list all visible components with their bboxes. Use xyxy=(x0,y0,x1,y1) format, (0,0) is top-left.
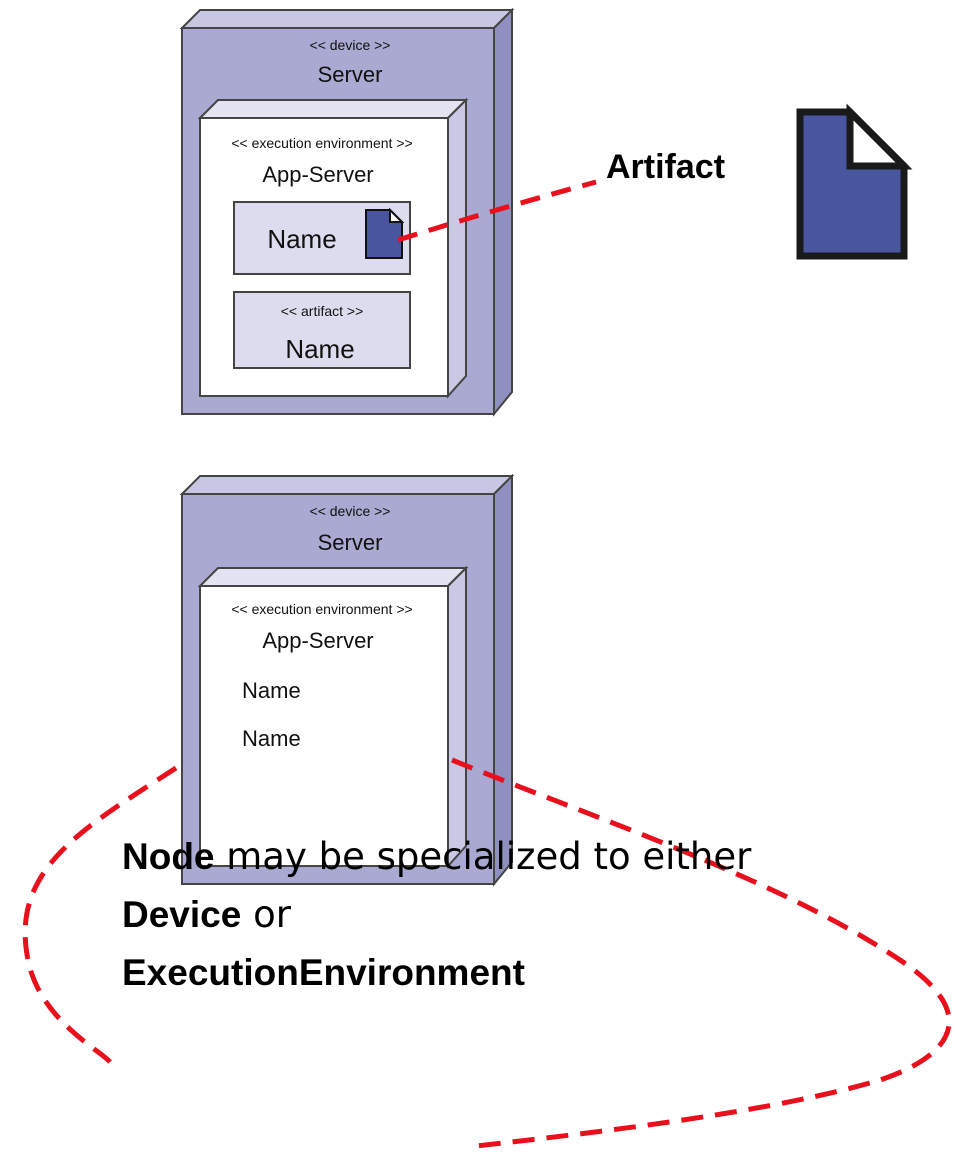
document-icon xyxy=(365,207,405,259)
top-env-name: App-Server xyxy=(262,162,373,187)
bottom-env-stereotype: << execution environment >> xyxy=(231,601,412,617)
top-device-stereotype: << device >> xyxy=(310,37,391,53)
bottom-item-2: Name xyxy=(242,726,301,751)
note-line-1: Node may be specialized to either xyxy=(122,828,942,886)
bottom-device-name: Server xyxy=(318,530,383,555)
top-artifact-stereotyped: << artifact >> Name xyxy=(233,291,411,369)
note-exec-env-word: ExecutionEnvironment xyxy=(122,952,525,993)
top-artifact-stereotype: << artifact >> xyxy=(281,303,364,319)
document-icon xyxy=(796,103,913,260)
bottom-env-name: App-Server xyxy=(262,628,373,653)
artifact-callout-line xyxy=(397,179,597,243)
artifact-callout-label: Artifact xyxy=(606,148,725,186)
note-line-2: Device or xyxy=(122,886,942,944)
top-env-stereotype: << execution environment >> xyxy=(231,135,412,151)
top-device-node: << device >> Server << execution environ… xyxy=(179,7,515,417)
note-line-3: ExecutionEnvironment xyxy=(122,944,942,1002)
top-execution-environment: << execution environment >> App-Server N… xyxy=(197,97,469,399)
bottom-item-1: Name xyxy=(242,678,301,703)
bottom-device-node: << device >> Server << execution environ… xyxy=(179,473,515,887)
node-specialization-note: Node may be specialized to either Device… xyxy=(122,828,942,1002)
bottom-execution-environment: << execution environment >> App-Server N… xyxy=(197,565,469,869)
note-device-word: Device xyxy=(122,894,242,935)
note-or-text: or xyxy=(241,893,291,936)
note-middle-text: may be specialized to either xyxy=(214,835,752,878)
top-device-name: Server xyxy=(318,62,383,87)
bottom-device-stereotype: << device >> xyxy=(310,503,391,519)
top-artifact-with-icon: Name xyxy=(233,201,411,275)
node-callout-loop xyxy=(22,757,952,1149)
top-artifact-icon-name: Name xyxy=(267,224,336,254)
note-node-word: Node xyxy=(122,836,215,877)
top-artifact-name: Name xyxy=(285,334,354,364)
